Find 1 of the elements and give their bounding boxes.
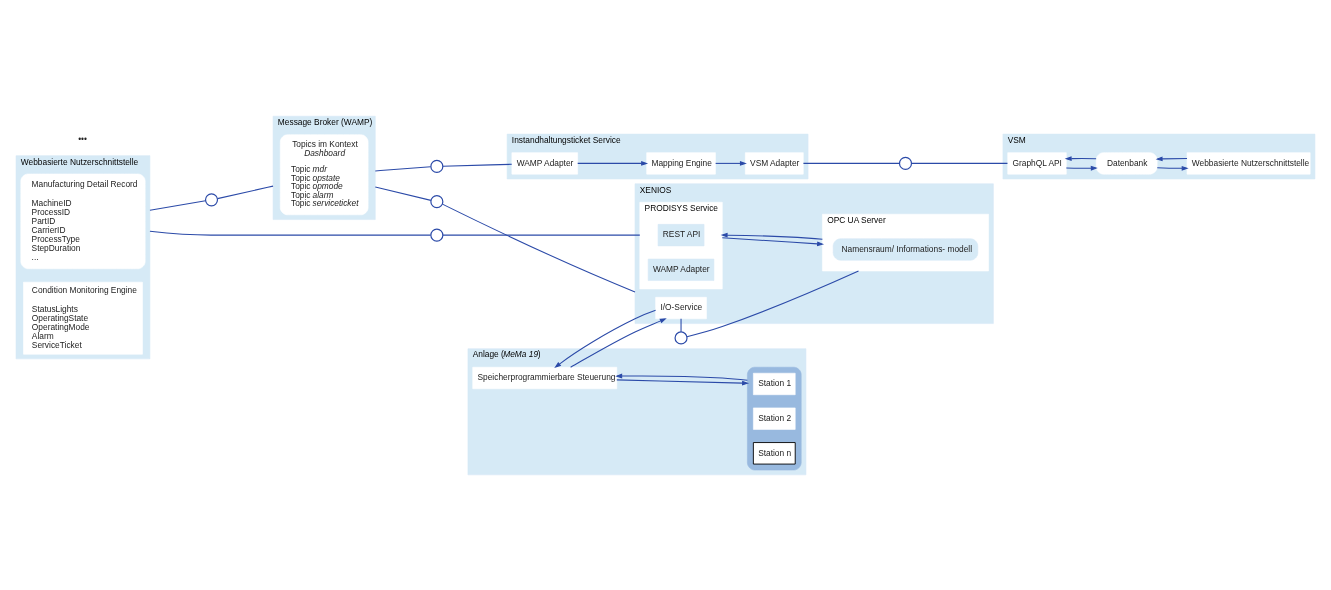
label: ••• bbox=[78, 133, 87, 144]
